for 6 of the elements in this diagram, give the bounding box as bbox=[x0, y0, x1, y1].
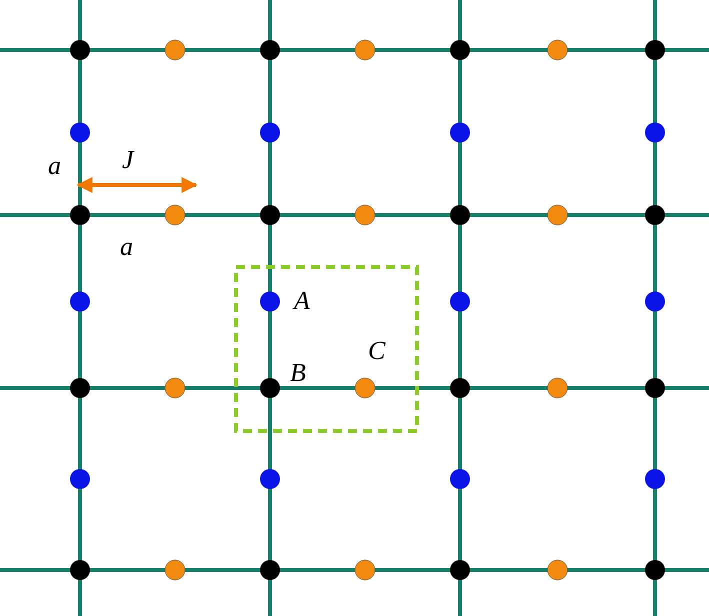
symbol-label: J bbox=[122, 147, 134, 173]
symbol-label: A bbox=[294, 288, 310, 314]
symbol-label: C bbox=[368, 338, 386, 364]
symbol-label: a bbox=[120, 234, 133, 260]
symbol-label: a bbox=[48, 153, 61, 179]
symbol-label: B bbox=[290, 360, 306, 386]
